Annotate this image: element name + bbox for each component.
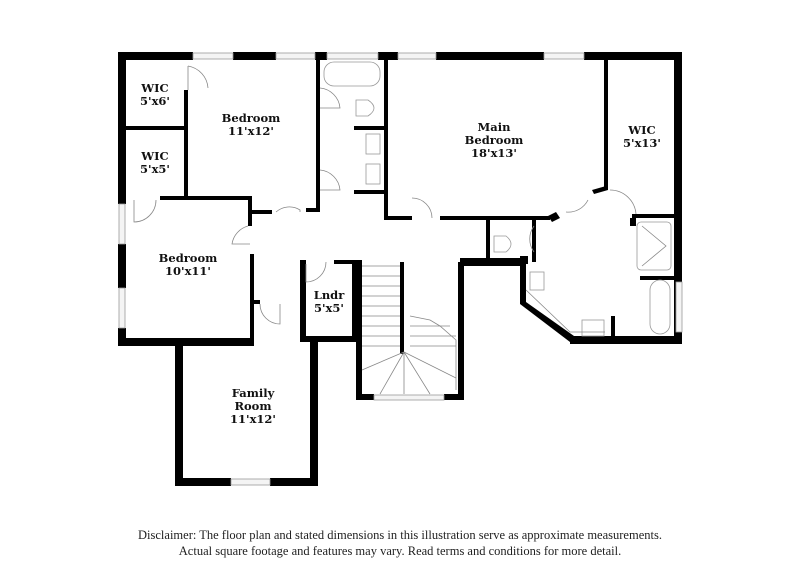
doors — [133, 65, 637, 325]
room-name: WIC — [141, 81, 169, 95]
room-label-wic-1: WIC 5'x6' — [140, 82, 170, 108]
room-label-laundry: Lndr 5'x5' — [314, 289, 345, 315]
room-dimensions: 5'x5' — [314, 301, 344, 315]
fixtures — [323, 61, 672, 337]
room-label-wic-2: WIC 5'x5' — [140, 150, 170, 176]
room-name: Family — [231, 386, 275, 400]
room-name: WIC — [628, 123, 656, 137]
room-name: Room — [234, 399, 272, 413]
room-dimensions: 18'x13' — [471, 146, 517, 160]
room-name: Main — [477, 120, 511, 134]
room-label-family-room: Family Room 11'x12' — [230, 387, 276, 426]
walls — [118, 52, 682, 486]
room-label-main-bedroom: Main Bedroom 18'x13' — [465, 121, 524, 160]
room-dimensions: 5'x5' — [140, 162, 170, 176]
staircase — [361, 265, 457, 395]
room-label-bedroom-2: Bedroom 10'x11' — [159, 252, 218, 278]
room-dimensions: 11'x12' — [230, 412, 276, 426]
room-name: Bedroom — [158, 251, 218, 265]
room-name: Bedroom — [464, 133, 524, 147]
room-label-bedroom-1: Bedroom 11'x12' — [222, 112, 281, 138]
room-dimensions: 5'x6' — [140, 94, 170, 108]
disclaimer-text: Disclaimer: The floor plan and stated di… — [0, 527, 800, 559]
disclaimer-line-1: Disclaimer: The floor plan and stated di… — [138, 528, 662, 542]
room-dimensions: 11'x12' — [228, 124, 274, 138]
room-dimensions: 10'x11' — [165, 264, 211, 278]
room-name: Bedroom — [221, 111, 281, 125]
windows — [118, 52, 683, 486]
room-label-main-wic: WIC 5'x13' — [623, 124, 661, 150]
disclaimer-line-2: Actual square footage and features may v… — [178, 544, 622, 558]
room-dimensions: 5'x13' — [623, 136, 661, 150]
room-name: Lndr — [313, 288, 345, 302]
room-name: WIC — [141, 149, 169, 163]
